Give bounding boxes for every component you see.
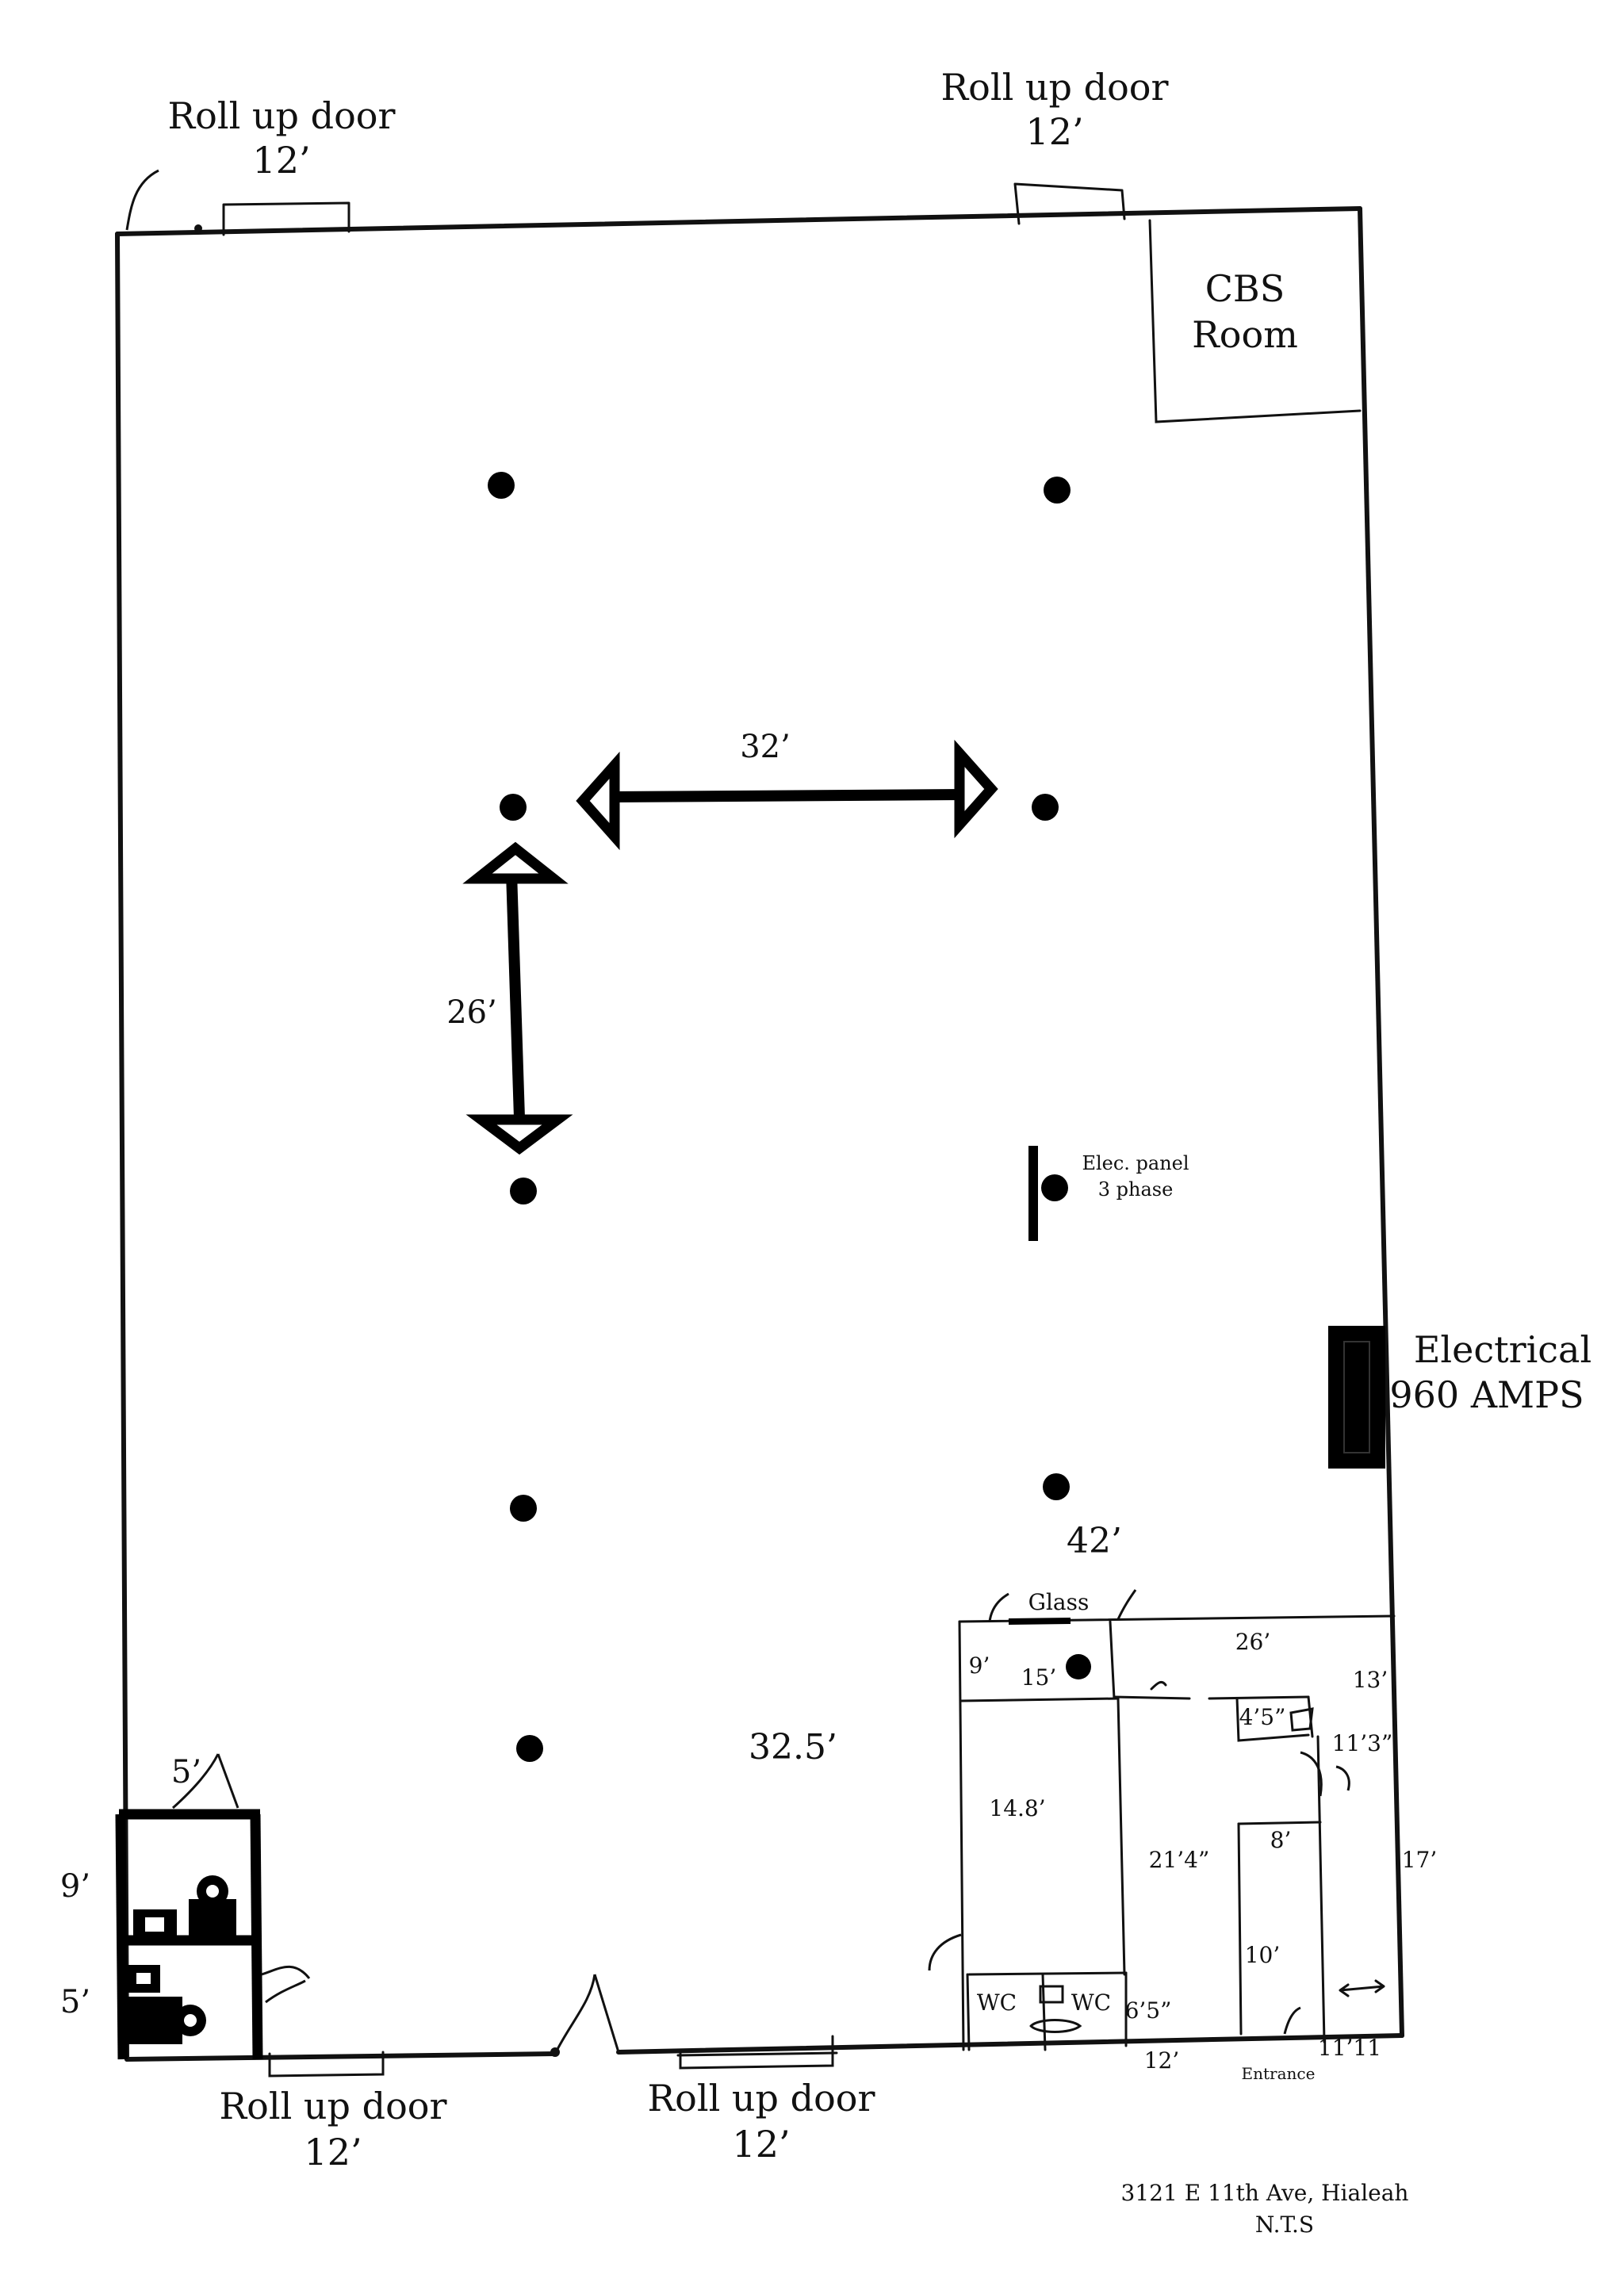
column-2-2 [1032, 794, 1059, 821]
cbs-room-label-1: CBS [1205, 267, 1285, 310]
column-1-1 [488, 472, 515, 499]
man-door-south[interactable] [550, 1974, 620, 2057]
roll-up-door-nw[interactable] [125, 169, 350, 236]
column-1-5 [516, 1735, 543, 1762]
roll-up-door-s[interactable] [676, 2035, 838, 2070]
office-15-label: 15’ [1021, 1664, 1057, 1691]
column-2-3 [1041, 1174, 1068, 1201]
side-9-label: 9’ [60, 1868, 90, 1905]
office-21-4-label: 21’4” [1149, 1847, 1210, 1873]
wc-right-label: WC [1071, 1990, 1111, 2016]
cbs-room-label-2: Room [1192, 313, 1298, 356]
office-26-label: 26’ [1235, 1629, 1271, 1655]
side-5-top-label: 5’ [171, 1754, 201, 1790]
office-14-8-label: 14.8’ [989, 1795, 1045, 1821]
office-8-label: 8’ [1270, 1827, 1292, 1853]
column-2-4 [1043, 1473, 1070, 1500]
office-11-3-label: 11’3” [1332, 1730, 1393, 1756]
southwest-utility-room: 5’ 9’ 5’ [60, 1753, 311, 2060]
roll-up-door-sw-width: 12’ [304, 2131, 362, 2173]
roll-up-door-s-width: 12’ [732, 2123, 790, 2166]
elec-panel: Elec. panel 3 phase [1028, 1146, 1189, 1241]
office-area [928, 1589, 1396, 2051]
office-10-label: 10’ [1245, 1942, 1281, 1968]
office-12-label: 12’ [1144, 2047, 1180, 2074]
dim-32-5-label: 32.5’ [749, 1727, 837, 1767]
dimension-arrow-26: 26’ [446, 841, 573, 1155]
roll-up-door-ne-label: Roll up door [941, 66, 1169, 109]
roll-up-door-sw-label: Roll up door [220, 2085, 447, 2127]
entrance-label: Entrance [1242, 2064, 1316, 2083]
elec-panel-label-1: Elec. panel [1082, 1152, 1189, 1174]
roll-up-door-nw-width: 12’ [252, 139, 310, 182]
office-4-5-label: 4’5” [1239, 1704, 1286, 1730]
roll-up-door-ne[interactable] [1013, 182, 1126, 225]
column-2-1 [1044, 477, 1071, 504]
elec-panel-label-2: 3 phase [1098, 1178, 1174, 1201]
east-wall [1358, 206, 1404, 2038]
address-label: 3121 E 11th Ave, Hialeah [1121, 2180, 1409, 2206]
office-9-label: 9’ [969, 1653, 990, 1679]
column-1-4 [510, 1495, 537, 1522]
dim-26-label: 26’ [446, 994, 497, 1031]
roll-up-door-s-label: Roll up door [648, 2077, 875, 2120]
office-13-label: 13’ [1353, 1667, 1388, 1693]
wc-left-label: WC [977, 1990, 1017, 2016]
office-6-5-label: 6’5” [1125, 1997, 1172, 2024]
dim-32-label: 32’ [740, 729, 791, 765]
office-17-label: 17’ [1402, 1847, 1438, 1873]
electrical-label-1: Electrical [1414, 1328, 1591, 1371]
structural-columns [488, 472, 1071, 1762]
outer-walls [115, 206, 1404, 2062]
column-1-2 [500, 794, 527, 821]
roll-up-door-nw-label: Roll up door [168, 94, 396, 137]
office-11-11-label: 11’11 [1318, 2035, 1381, 2061]
west-wall [115, 232, 129, 2062]
side-5-bottom-label: 5’ [60, 1984, 90, 2020]
electrical-label-2: 960 AMPS [1389, 1373, 1584, 1416]
glass-label: Glass [1028, 1589, 1090, 1615]
roll-up-door-ne-width: 12’ [1025, 110, 1083, 153]
dimension-arrow-32: 32’ [576, 729, 998, 851]
nts-label: N.T.S [1255, 2212, 1314, 2238]
cbs-room: CBS Room [1148, 219, 1362, 423]
main-electrical: Electrical 960 AMPS [1328, 1326, 1591, 1469]
dim-42-label: 42’ [1067, 1521, 1122, 1561]
roll-up-door-sw[interactable] [268, 2051, 385, 2078]
column-1-3 [510, 1178, 537, 1204]
south-wall [124, 2033, 1404, 2062]
north-wall [115, 206, 1362, 236]
